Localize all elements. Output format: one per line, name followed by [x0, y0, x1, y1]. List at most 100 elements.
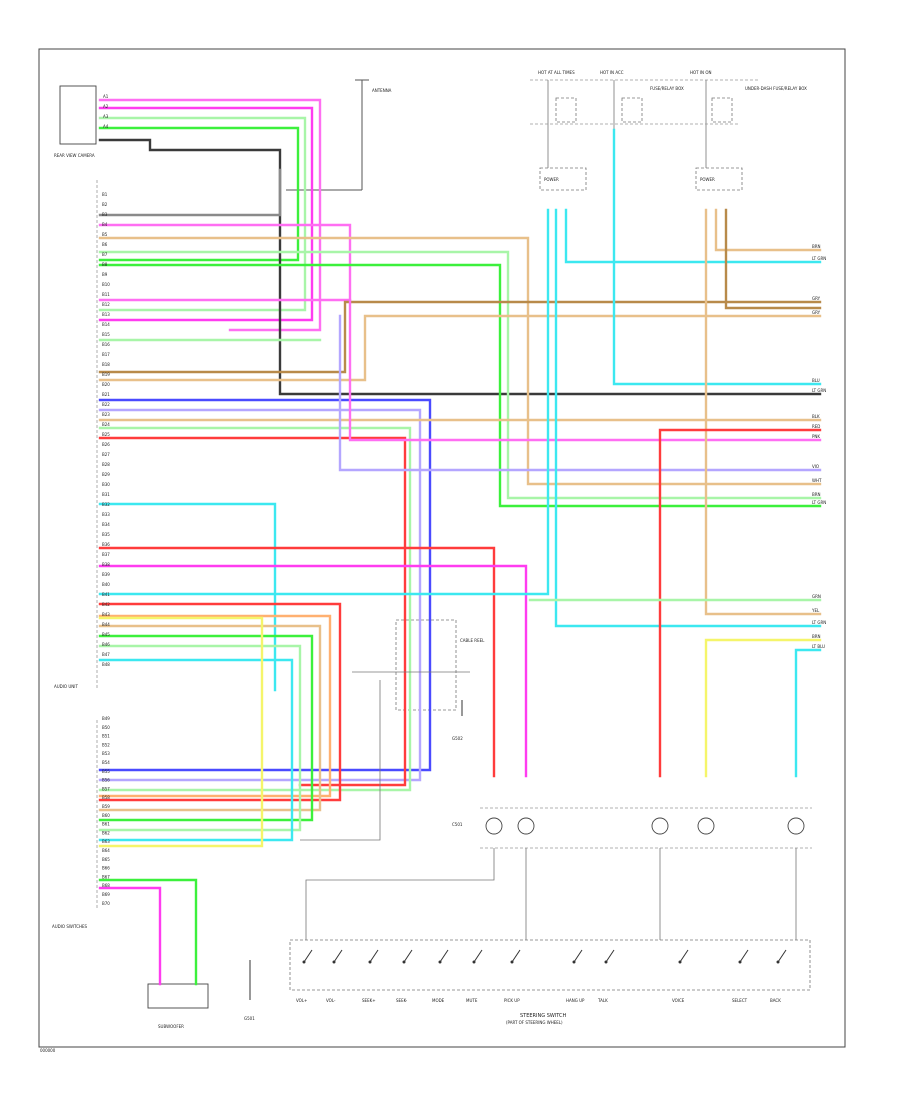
- wire-cam-green: [98, 126, 300, 262]
- right-edge-label: BLU: [812, 378, 820, 383]
- pin-label-audio-unit: B67: [102, 874, 110, 879]
- wire-antenna-gray: [98, 168, 282, 217]
- switch-pivot: [332, 960, 336, 964]
- ground-g501-label: G501: [244, 1016, 255, 1021]
- right-edge-label: GRY: [812, 310, 821, 315]
- pin-label-audio-unit: B1: [102, 192, 108, 197]
- wire-steer-1: [300, 680, 381, 841]
- wire-sw-green: [98, 878, 198, 986]
- wire-au-green-2: [98, 634, 314, 822]
- switch-pivot: [604, 960, 608, 964]
- switch-label: VOICE: [672, 998, 685, 1003]
- steering-switch-array: [289, 939, 811, 991]
- connector-circle: [485, 817, 503, 835]
- subwoofer-box: [147, 983, 209, 1009]
- switch-pivot: [572, 960, 576, 964]
- right-edge-label: LT GRN: [812, 500, 826, 505]
- right-edge-label: RED: [812, 424, 820, 429]
- pin-label-audio-unit: B45: [102, 632, 110, 637]
- switch-contact: [333, 949, 343, 963]
- pin-label-audio-unit: B21: [102, 392, 110, 397]
- pin-label-audio-unit: B20: [102, 382, 110, 387]
- pin-label-audio-unit: B37: [102, 552, 110, 557]
- wire-au-ltgreen-3: [98, 426, 412, 792]
- wire-r-brown-1: [724, 208, 822, 310]
- pin-label-audio-unit: B27: [102, 452, 110, 457]
- wire-au-pink-1: [98, 223, 352, 302]
- pin-label-audio-unit: B62: [102, 830, 110, 835]
- switch-label: MODE: [432, 998, 445, 1003]
- wire-au-ltgreen-1: [98, 250, 822, 500]
- right-edge-label: GRY: [812, 296, 821, 301]
- pin-label-audio-unit: B43: [102, 612, 110, 617]
- pin-label-audio-unit: B51: [102, 734, 110, 739]
- pin-label-audio-unit: B41: [102, 592, 110, 597]
- pin-label-audio-unit: B40: [102, 582, 110, 587]
- rear-view-camera-label: REAR VIEW CAMERA: [54, 153, 95, 158]
- pin-label-rear-camera: A4: [103, 124, 109, 129]
- pin-label-audio-unit: B65: [102, 857, 110, 862]
- wire-au-red-3: [98, 602, 342, 802]
- switch-contact: [739, 949, 749, 963]
- connector-circle: [517, 817, 535, 835]
- pin-label-audio-unit: B9: [102, 272, 108, 277]
- pin-label-audio-unit: B18: [102, 362, 110, 367]
- wire-au-cyan-3: [98, 658, 294, 842]
- pin-label-audio-unit: B61: [102, 822, 110, 827]
- switch-contact: [679, 949, 689, 963]
- switch-contact: [369, 949, 379, 963]
- pin-label-audio-unit: B32: [102, 502, 110, 507]
- pin-label-audio-unit: B70: [102, 901, 110, 906]
- wire-cam-black: [98, 138, 822, 396]
- pin-label-audio-unit: B59: [102, 804, 110, 809]
- switch-label: PICK UP: [504, 998, 520, 1003]
- pin-label-rear-camera: A2: [103, 104, 109, 109]
- power-box-right: [695, 167, 743, 191]
- connector-circle: [787, 817, 805, 835]
- wire-r-yellow-1: [704, 638, 822, 778]
- switch-contact: [605, 949, 615, 963]
- pin-label-audio-unit: B56: [102, 778, 110, 783]
- wire-r-cyan-1: [554, 208, 822, 628]
- pin-label-audio-unit: B36: [102, 542, 110, 547]
- pin-label-audio-unit: B16: [102, 342, 110, 347]
- right-edge-label: GRN: [812, 594, 821, 599]
- pin-label-audio-unit: B13: [102, 312, 110, 317]
- pin-label-audio-unit: B15: [102, 332, 110, 337]
- wire-r-tan-2: [714, 208, 822, 252]
- subwoofer-label: SUBWOOFER: [158, 1024, 184, 1029]
- rear-view-camera-box: [59, 85, 97, 145]
- switch-contact: [303, 949, 313, 963]
- svg-text:UNDER-DASH FUSE/RELAY BOX: UNDER-DASH FUSE/RELAY BOX: [745, 86, 807, 91]
- pin-label-audio-unit: B58: [102, 795, 110, 800]
- cable-reel-label: CABLE REEL: [460, 638, 485, 643]
- switch-contact: [473, 949, 483, 963]
- pin-label-audio-unit: B6: [102, 242, 108, 247]
- right-edge-label: PNK: [812, 434, 820, 439]
- wire-au-red-2: [98, 546, 496, 778]
- pin-label-audio-unit: B29: [102, 472, 110, 477]
- pin-label-audio-unit: B12: [102, 302, 110, 307]
- switch-label: MUTE: [466, 998, 478, 1003]
- switch-contact: [777, 949, 787, 963]
- pin-label-rear-camera: A3: [103, 114, 109, 119]
- pin-label-audio-unit: B46: [102, 642, 110, 647]
- steering-switch-subtitle: (PART OF STEERING WHEEL): [506, 1020, 563, 1025]
- pin-label-audio-unit: B5: [102, 232, 108, 237]
- power-sources: HOT AT ALL TIMES HOT IN ACC HOT IN ON FU…: [530, 70, 807, 170]
- right-edge-label: LT GRN: [812, 388, 826, 393]
- pin-label-audio-unit: B42: [102, 602, 110, 607]
- switch-pivot: [438, 960, 442, 964]
- pin-label-audio-unit: B4: [102, 222, 108, 227]
- pin-label-audio-unit: B44: [102, 622, 110, 627]
- switch-pivot: [402, 960, 406, 964]
- pin-label-audio-unit: B57: [102, 786, 110, 791]
- svg-text:HOT AT ALL TIMES: HOT AT ALL TIMES: [538, 70, 575, 75]
- wire-au-magenta-1: [98, 564, 528, 778]
- steering-switch-title: STEERING SWITCH: [520, 1013, 567, 1019]
- switch-label: HANG UP: [566, 998, 585, 1003]
